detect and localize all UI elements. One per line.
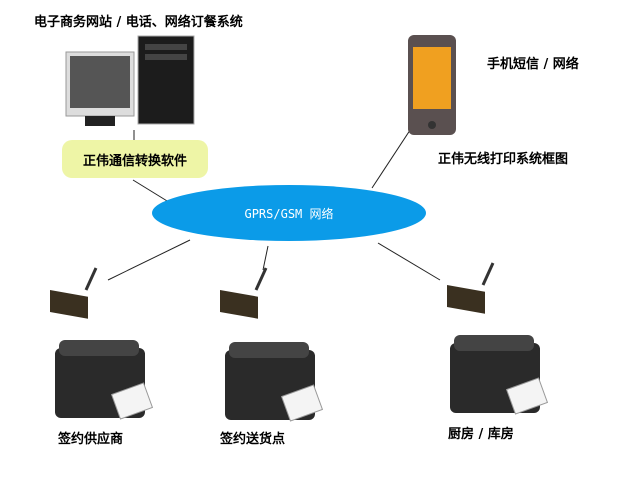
mobile-phone-icon bbox=[408, 35, 456, 135]
thermal-printer-icon bbox=[55, 340, 154, 420]
thermal-printer-icon bbox=[450, 335, 549, 415]
printer3-link bbox=[377, 242, 441, 281]
wireless-router-icon bbox=[220, 267, 268, 319]
computer-icon bbox=[65, 35, 195, 126]
diagram-title: 正伟无线打印系统框图 bbox=[438, 152, 569, 167]
network-ellipse bbox=[152, 185, 426, 241]
software-box: 正伟通信转换软件 bbox=[62, 140, 208, 178]
printer-label-1: 签约供应商 bbox=[58, 432, 124, 447]
printer1-link bbox=[107, 239, 191, 281]
wireless-router-icon bbox=[447, 262, 495, 314]
printer2-link bbox=[262, 245, 269, 271]
pc-label: 电子商务网站 / 电话、网络订餐系统 bbox=[34, 15, 243, 30]
printer-label-3: 厨房 / 库房 bbox=[448, 427, 514, 442]
printer-label-2: 签约送货点 bbox=[220, 432, 286, 447]
phone-label: 手机短信 / 网络 bbox=[487, 57, 579, 72]
software-link bbox=[132, 179, 173, 205]
thermal-printer-icon bbox=[225, 342, 324, 422]
wireless-router-icon bbox=[50, 267, 98, 319]
network-label: GPRS/GSM 网络 bbox=[244, 206, 334, 221]
